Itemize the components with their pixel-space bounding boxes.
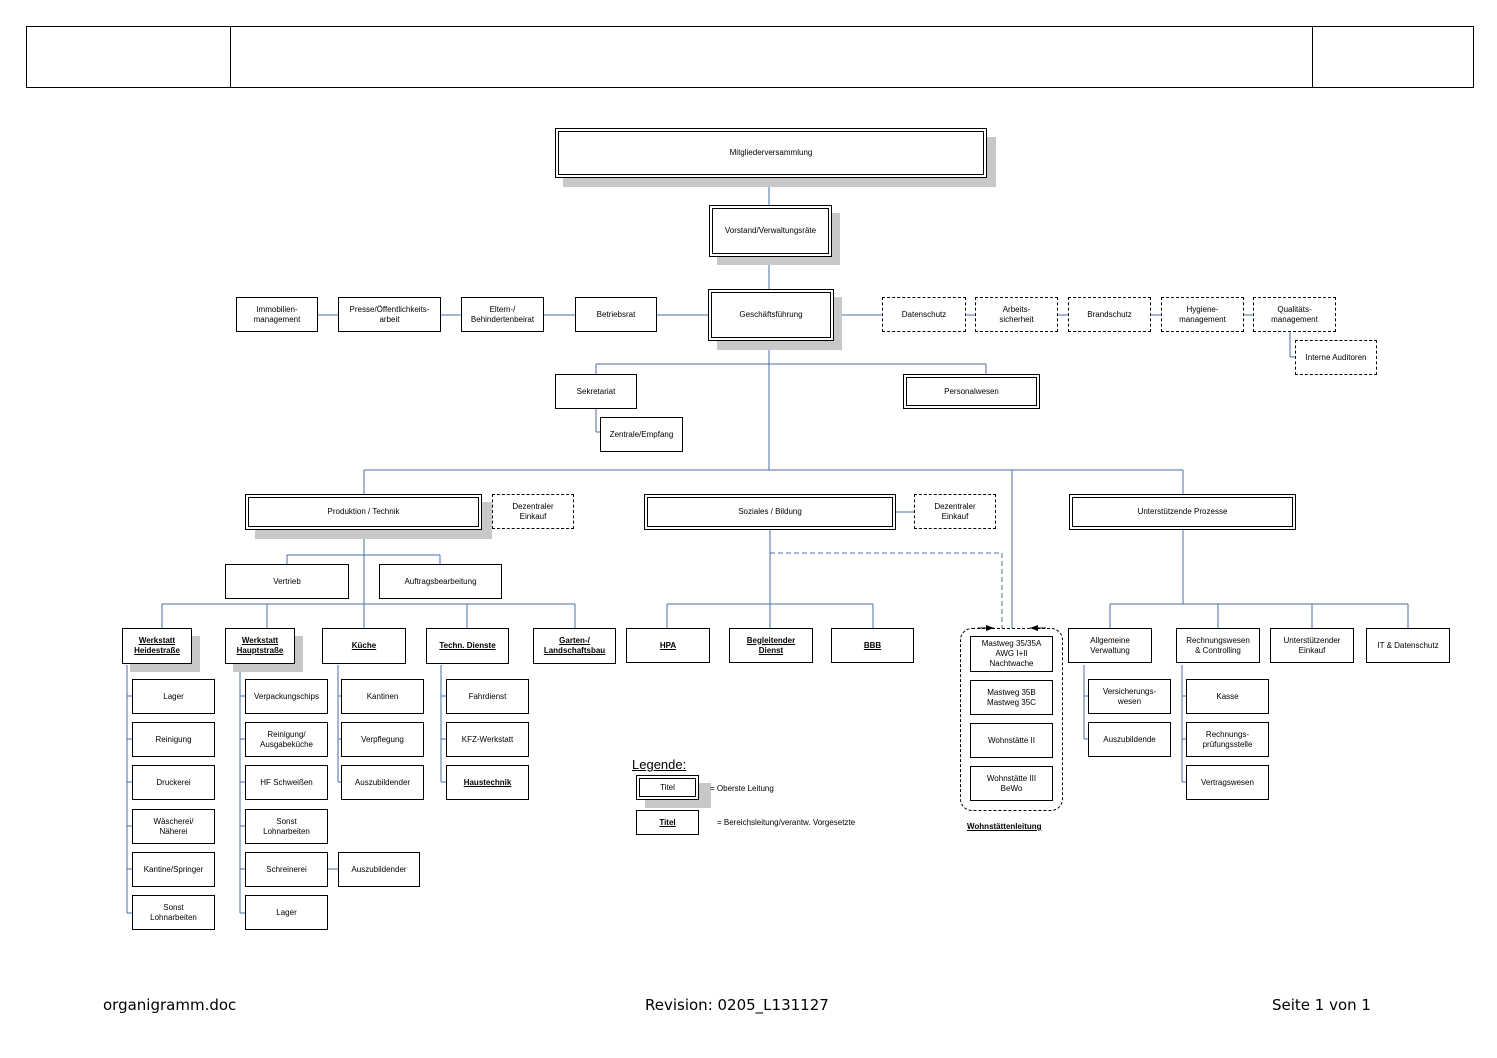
box-kasse: Kasse [1186, 679, 1269, 714]
box-rechnungspruefungsstelle: Rechnungs- prüfungsstelle [1186, 722, 1269, 757]
box-arbeitssicherheit: Arbeits- sicherheit [975, 297, 1058, 332]
box-unterstuetzender-einkauf: Unterstützender Einkauf [1270, 628, 1354, 663]
box-soziales-bildung: Soziales / Bildung [644, 494, 896, 530]
box-dezentraler-einkauf-1: Dezentraler Einkauf [492, 494, 574, 529]
box-begleitender-dienst: Begleitender Dienst [729, 628, 813, 663]
box-datenschutz: Datenschutz [882, 297, 966, 332]
box-hpa: HPA [626, 628, 710, 663]
box-kantinen: Kantinen [341, 679, 424, 714]
box-verpflegung: Verpflegung [341, 722, 424, 757]
header-frame [26, 26, 1474, 88]
wohnstaetten-group [960, 628, 1063, 811]
box-vertrieb: Vertrieb [225, 564, 349, 599]
box-waescherei: Wäscherei/ Näherei [132, 809, 215, 844]
box-kueche: Küche [322, 628, 406, 664]
box-presse: Presse/Öffentlichkeits- arbeit [338, 297, 441, 332]
box-druckerei: Druckerei [132, 765, 215, 800]
box-vertragswesen: Vertragswesen [1186, 765, 1269, 800]
box-hygienemanagement: Hygiene- management [1161, 297, 1244, 332]
box-bbb: BBB [831, 628, 914, 663]
box-personalwesen: Personalwesen [903, 374, 1040, 409]
box-versicherungswesen: Versicherungs- wesen [1088, 679, 1171, 714]
box-verpackungschips: Verpackungschips [245, 679, 328, 714]
box-auszubildender: Auszubildender [341, 765, 424, 800]
box-reinigung: Reinigung [132, 722, 215, 757]
box-interne-auditoren: Interne Auditoren [1295, 340, 1377, 375]
legend-bereich-label: = Bereichsleitung/verantw. Vorgesetzte [717, 818, 856, 827]
box-fahrdienst: Fahrdienst [446, 679, 529, 714]
box-sonst-lohnarbeiten: Sonst Lohnarbeiten [132, 895, 215, 930]
box-hf-schweissen: HF Schweißen [245, 765, 328, 800]
box-brandschutz: Brandschutz [1068, 297, 1151, 332]
box-werkstatt-heidestrasse: Werkstatt Heidestraße [122, 628, 192, 664]
box-sonst-lohnarbeiten: Sonst Lohnarbeiten [245, 809, 328, 844]
box-unterstuetzende-prozesse: Unterstützende Prozesse [1069, 494, 1296, 530]
box-vorstand: Vorstand/Verwaltungsräte [709, 205, 832, 257]
box-it-datenschutz: IT & Datenschutz [1366, 628, 1450, 663]
legend-oberste-label: = Oberste Leitung [710, 784, 774, 793]
box-reinigung-ausgabekueche: Reinigung/ Ausgabeküche [245, 722, 328, 757]
box-geschaeftsfuehrung: Geschäftsführung [708, 289, 834, 341]
footer-revision: Revision: 0205_L131127 [645, 996, 829, 1014]
header-divider [230, 27, 231, 87]
header-divider [1312, 27, 1313, 87]
box-dezentraler-einkauf-2: Dezentraler Einkauf [914, 494, 996, 529]
box-wohnstaette-2: Wohnstätte II [970, 723, 1053, 758]
legend-box-oberste: Titel [636, 775, 699, 800]
box-kantine-springer: Kantine/Springer [132, 852, 215, 887]
box-elternbeirat: Eltern-/ Behindertenbeirat [461, 297, 544, 332]
box-allgemeine-verwaltung: Allgemeine Verwaltung [1068, 628, 1152, 663]
legend-heading: Legende: [632, 757, 687, 772]
box-zentrale-empfang: Zentrale/Empfang [600, 417, 683, 452]
box-mastweg-35b: Mastweg 35B Mastweg 35C [970, 680, 1053, 715]
box-lager: Lager [132, 679, 215, 714]
box-qualitaetsmanagement: Qualitäts- management [1253, 297, 1336, 332]
box-techn-dienste: Techn. Dienste [426, 628, 509, 664]
box-auftragsbearbeitung: Auftragsbearbeitung [379, 564, 502, 599]
wohnstaettenleitung-label: Wohnstättenleitung [967, 822, 1042, 831]
box-auszubildende: Auszubildende [1088, 722, 1171, 757]
footer-filename: organigramm.doc [103, 996, 237, 1014]
box-mastweg-35a: Mastweg 35/35A AWG I+II Nachtwache [970, 636, 1053, 672]
footer-page: Seite 1 von 1 [1272, 996, 1371, 1014]
box-lager: Lager [245, 895, 328, 930]
box-schreinerei: Schreinerei [245, 852, 328, 887]
box-haustechnik: Haustechnik [446, 765, 529, 800]
box-rechnungswesen: Rechnungswesen & Controlling [1176, 628, 1260, 663]
legend-box-bereich: Titel [636, 810, 699, 835]
box-auszubildender: Auszubildender [338, 852, 420, 887]
box-produktion-technik: Produktion / Technik [245, 494, 482, 530]
box-kfz-werkstatt: KFZ-Werkstatt [446, 722, 529, 757]
box-sekretariat: Sekretariat [555, 374, 637, 409]
box-wohnstaette-3: Wohnstätte III BeWo [970, 766, 1053, 801]
box-garten-landschaftsbau: Garten-/ Landschaftsbau [533, 628, 616, 664]
box-betriebsrat: Betriebsrat [575, 297, 657, 332]
box-mitgliederversammlung: Mitgliederversammlung [555, 128, 987, 178]
box-werkstatt-hauptstrasse: Werkstatt Hauptstraße [225, 628, 295, 664]
box-immobilienmanagement: Immobilien- management [236, 297, 318, 332]
